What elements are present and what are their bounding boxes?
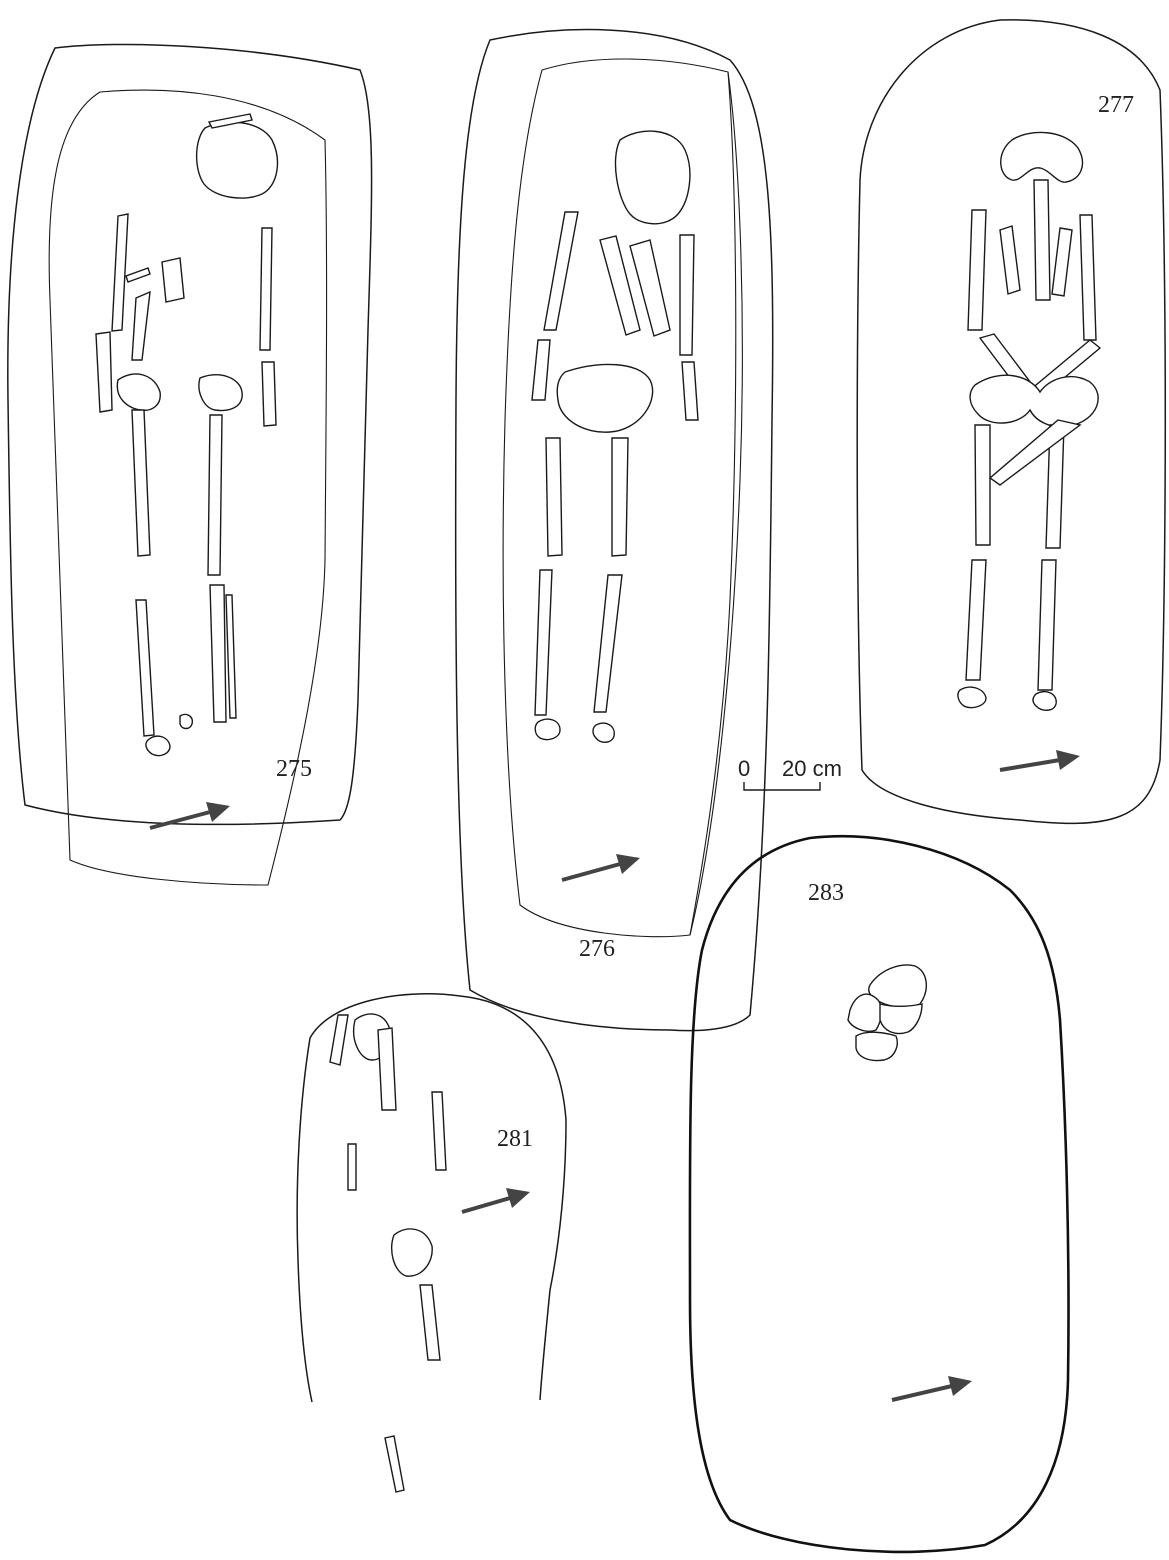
grave-281-bone [329,1014,349,1066]
grave-275-bone [209,584,227,723]
grave-276: 276 [454,28,774,1032]
grave-275-bone [207,113,253,129]
grave-275: 275 [7,43,373,886]
grave-275-bone [261,361,277,427]
grave-283-stone [879,1003,923,1035]
grave-275-inner-outline [48,89,328,886]
grave-277-skull [1000,131,1084,183]
scale-bar-end-label: 20 cm [782,756,842,781]
grave-275-bone [207,414,223,576]
grave-281-number: 281 [497,1126,533,1152]
grave-276-bone [629,239,671,337]
grave-277: 277 [856,19,1167,825]
north-arrow-icon [149,802,230,830]
grave-276-number: 276 [579,936,615,962]
grave-275-bone [95,331,113,413]
scale-bar-line [743,782,821,791]
grave-277-number: 277 [1098,92,1134,118]
grave-277-bone [1037,559,1057,691]
grave-277-bone [999,225,1021,295]
grave-275-pelvis-right [198,374,243,412]
grave-277-bone [1079,214,1097,341]
north-arrow-icon [461,1188,530,1214]
grave-276-foot [534,718,561,741]
grave-281-bone [419,1284,441,1361]
grave-275-bone [125,267,151,283]
grave-275-bone [161,257,185,303]
grave-281-pelvis [390,1228,433,1277]
grave-277-spine [1033,179,1051,301]
grave-276-skull [614,130,691,225]
grave-277-foot [1032,690,1057,711]
grave-283-number: 283 [808,880,844,906]
grave-277-pelvis [969,374,1099,428]
grave-281-bone [431,1091,447,1171]
grave-276-bone [679,234,695,356]
grave-275-bone [225,594,237,719]
grave-283-stones [847,964,927,1062]
grave-275-bone [259,227,273,351]
grave-283-stone [847,993,883,1032]
grave-276-bone [545,437,563,557]
grave-277-bone [988,419,1082,486]
grave-276-step-line [689,71,743,936]
grave-275-pit-outline [7,43,373,826]
grave-281-pit-outline [309,993,567,1401]
grave-275-bone [131,290,151,361]
grave-276-bone [599,235,641,336]
grave-276-pit-outline [454,28,774,1032]
scale-bar-start-label: 0 [738,756,750,781]
grave-277-pit-outline [856,19,1167,825]
grave-275-bone [111,213,129,332]
north-arrow-icon [561,854,640,882]
grave-276-bone [681,361,699,421]
grave-281-bone [377,1027,397,1111]
grave-277-bone [1051,227,1073,297]
grave-275-skeleton [95,113,279,757]
grave-277-bone [965,559,987,681]
grave-276-bone [543,211,579,331]
grave-276-bone [531,339,551,401]
grave-275-bone [131,409,151,557]
grave-275-pelvis-left [116,373,161,412]
grave-283: 283 [688,834,1070,1554]
grave-276-skeleton [531,130,699,743]
north-arrow-icon [999,750,1080,772]
grave-277-bone [967,209,987,331]
grave-276-bone [611,437,629,557]
grave-277-foot [957,686,987,709]
grave-275-skull [195,121,279,199]
grave-275-foot [145,735,171,757]
grave-277-bone [974,424,991,546]
grave-276-bone [534,569,553,716]
grave-276-bone [593,574,623,713]
grave-275-number: 275 [276,756,312,782]
grave-281-bone [384,1435,405,1493]
grave-283-pit-outline [688,834,1070,1554]
grave-275-bone [135,599,155,737]
grave-281: 281 [296,993,567,1493]
grave-281-bone [347,1143,357,1191]
grave-275-foot [179,713,194,730]
grave-276-pelvis [556,363,654,433]
north-arrow-icon [891,1376,972,1402]
grave-277-skeleton [957,131,1102,711]
grave-281-pit-outline-left [296,1037,313,1403]
grave-276-foot [592,722,615,743]
grave-283-stone [855,1031,898,1062]
grave-281-skeleton [329,1013,447,1493]
scale-bar: 0 20 cm [738,756,842,791]
